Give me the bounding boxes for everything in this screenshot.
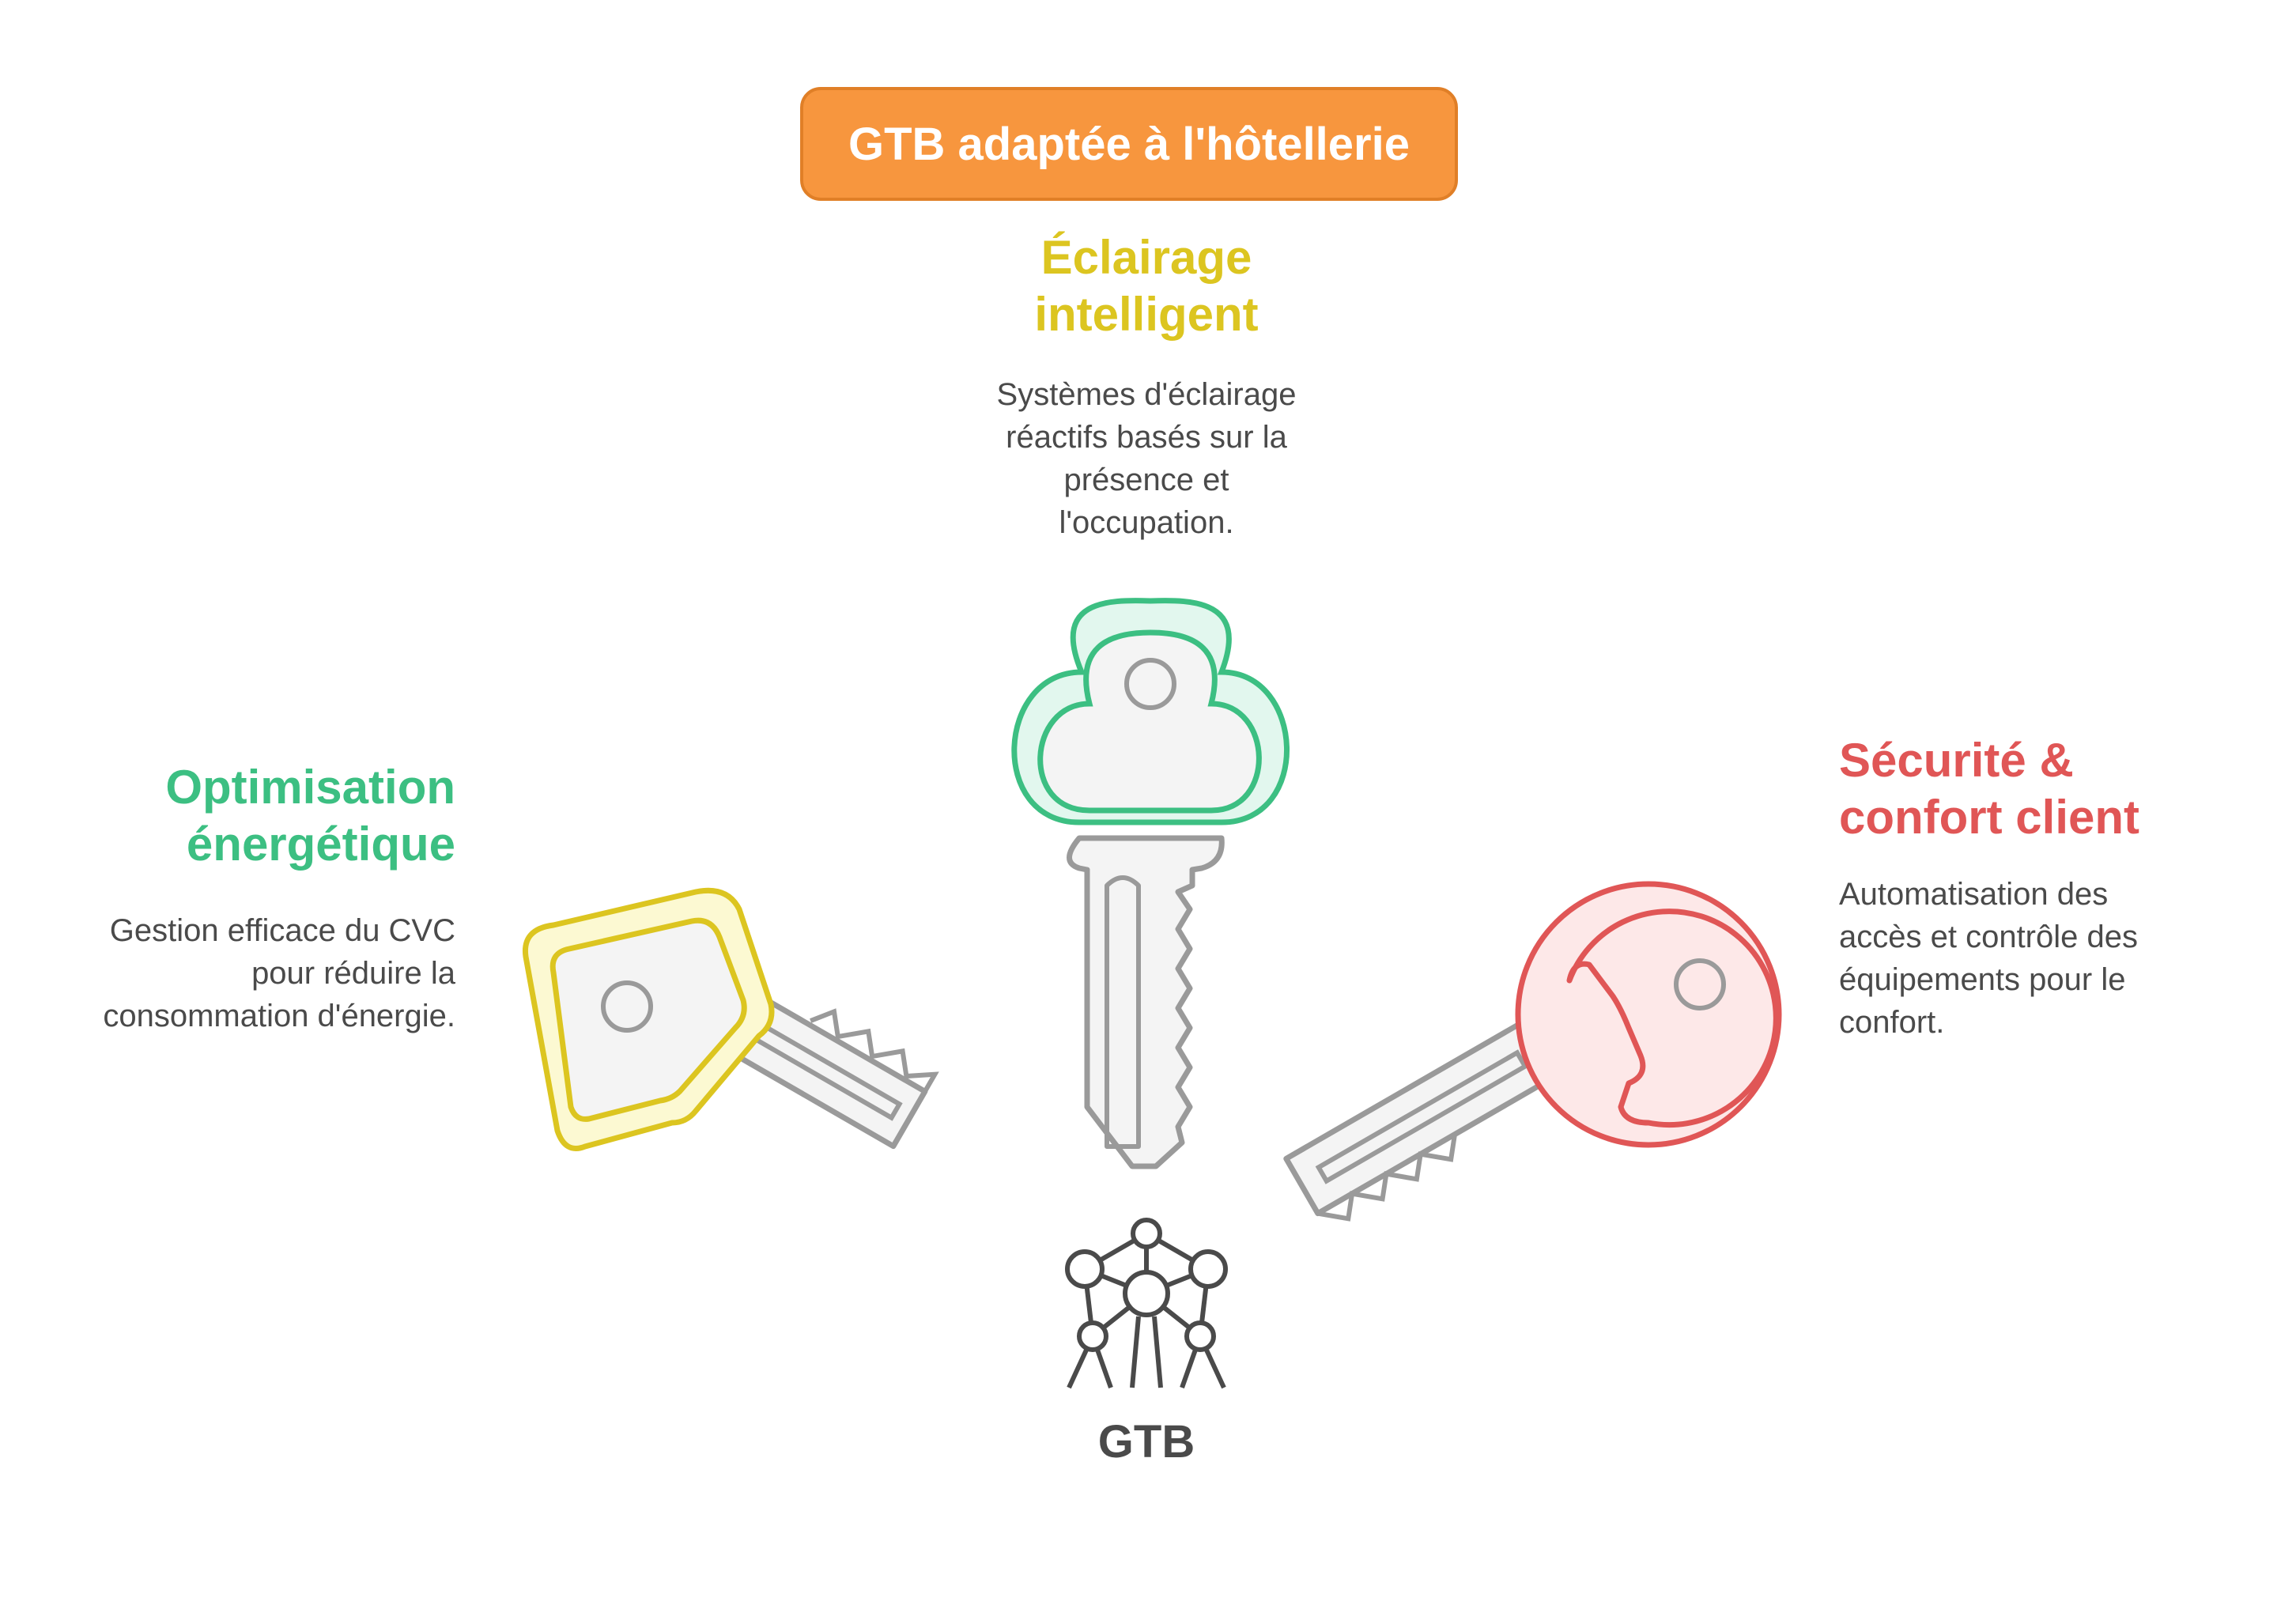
top-key-blade bbox=[1067, 835, 1225, 1169]
heading-eclairage-line1: Éclairage bbox=[1040, 231, 1252, 284]
right-key-bow bbox=[1515, 881, 1782, 1148]
heading-eclairage: Éclairage intelligent bbox=[909, 229, 1384, 343]
title-text: GTB adaptée à l'hôtellerie bbox=[848, 118, 1410, 170]
heading-securite-line1: Sécurité & bbox=[1839, 734, 2074, 787]
desc-line: accès et contrôle des bbox=[1839, 920, 2138, 954]
atomium-icon bbox=[1065, 1218, 1228, 1389]
desc-eclairage: Systèmes d'éclairage réactifs basés sur … bbox=[909, 373, 1384, 544]
desc-line: consommation d'énergie. bbox=[103, 999, 455, 1033]
desc-securite: Automatisation des accès et contrôle des… bbox=[1839, 873, 2282, 1044]
desc-optimisation: Gestion efficace du CVC pour réduire la … bbox=[32, 909, 455, 1037]
left-key-hole bbox=[601, 980, 653, 1033]
desc-line: équipements pour le bbox=[1839, 962, 2126, 997]
desc-line: pour réduire la bbox=[251, 956, 455, 991]
left-key-bow bbox=[522, 887, 775, 1151]
heading-eclairage-line2: intelligent bbox=[1034, 288, 1259, 341]
top-key-hole bbox=[1124, 658, 1176, 710]
gtb-label: GTB bbox=[1097, 1416, 1195, 1468]
desc-line: présence et bbox=[1063, 463, 1229, 497]
desc-line: Systèmes d'éclairage bbox=[996, 377, 1297, 412]
desc-line: Automatisation des bbox=[1839, 877, 2109, 912]
desc-line: l'occupation. bbox=[1059, 505, 1234, 540]
title-banner: GTB adaptée à l'hôtellerie bbox=[800, 87, 1458, 201]
right-key-hole bbox=[1674, 958, 1726, 1010]
heading-optimisation-line1: Optimisation bbox=[165, 761, 455, 814]
desc-line: confort. bbox=[1839, 1005, 1945, 1040]
heading-optimisation-line2: énergétique bbox=[186, 818, 455, 871]
desc-line: réactifs basés sur la bbox=[1006, 420, 1287, 455]
desc-line: Gestion efficace du CVC bbox=[109, 913, 455, 948]
heading-securite: Sécurité & confort client bbox=[1839, 732, 2282, 846]
heading-securite-line2: confort client bbox=[1839, 791, 2140, 844]
heading-optimisation: Optimisation énergétique bbox=[79, 759, 455, 873]
top-key bbox=[1011, 598, 1290, 1169]
